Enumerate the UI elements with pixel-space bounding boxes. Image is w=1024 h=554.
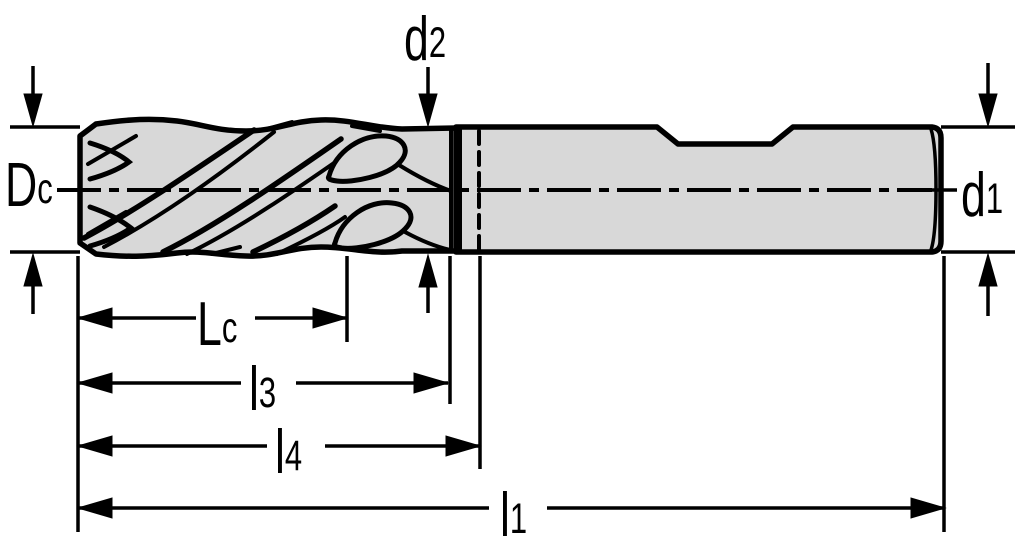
lc-arrow-right [312,307,349,329]
d1-arrow-top-head [978,93,998,128]
l1-arrow-left [76,497,113,519]
edge-tick-bottom-1 [210,245,242,256]
lc-arrow-left [76,307,113,329]
flute-band-2 [160,136,344,255]
label-l3-main: l [249,355,259,424]
label-d2-sub: 2 [428,19,447,67]
flute-runout-sweep-lower [403,230,452,252]
l3-arrow-left [76,372,113,394]
label-d2-main: d [404,5,429,74]
label-d1-sub: 1 [985,175,1004,223]
flute-accent-1 [86,134,138,166]
l4-arrow-left [76,435,113,457]
label-Lc-sub: c [221,304,238,352]
label-l1-sub: 1 [509,495,528,543]
end-tooth-gash-upper [87,140,134,182]
label-l4-main: l [275,418,285,487]
label-Lc-main: L [197,290,222,359]
l3-arrow-right [413,372,450,394]
dc-arrow-top-head [23,93,43,128]
label-l3-sub: 3 [258,369,277,417]
d2-arrow-bottom-head [418,253,438,288]
edge-tick-top-1 [261,120,294,132]
dimensioning [10,63,1015,532]
end-tooth-gash-lower [87,204,136,249]
tool-body [77,116,944,259]
l4-arrow-right [445,435,482,457]
label-l1-main: l [500,481,510,550]
label-l4-sub: 4 [284,432,303,480]
flute-runout-leaf-upper [325,133,408,184]
edge-tick-top-2 [350,124,382,133]
l1-arrow-right [910,497,947,519]
label-d1-main: d [961,161,986,230]
d2-arrow-top-head [418,93,438,128]
flute-band-1b [102,130,276,249]
flute-runout-leaf-lower [331,200,414,251]
flute-band-3b [275,215,347,256]
flute-band-3 [250,203,338,255]
label-Dc-main: D [5,151,38,220]
d1-arrow-bottom-head [978,252,998,287]
label-Dc-sub: c [37,165,53,213]
dc-arrow-bottom-head [23,252,43,287]
